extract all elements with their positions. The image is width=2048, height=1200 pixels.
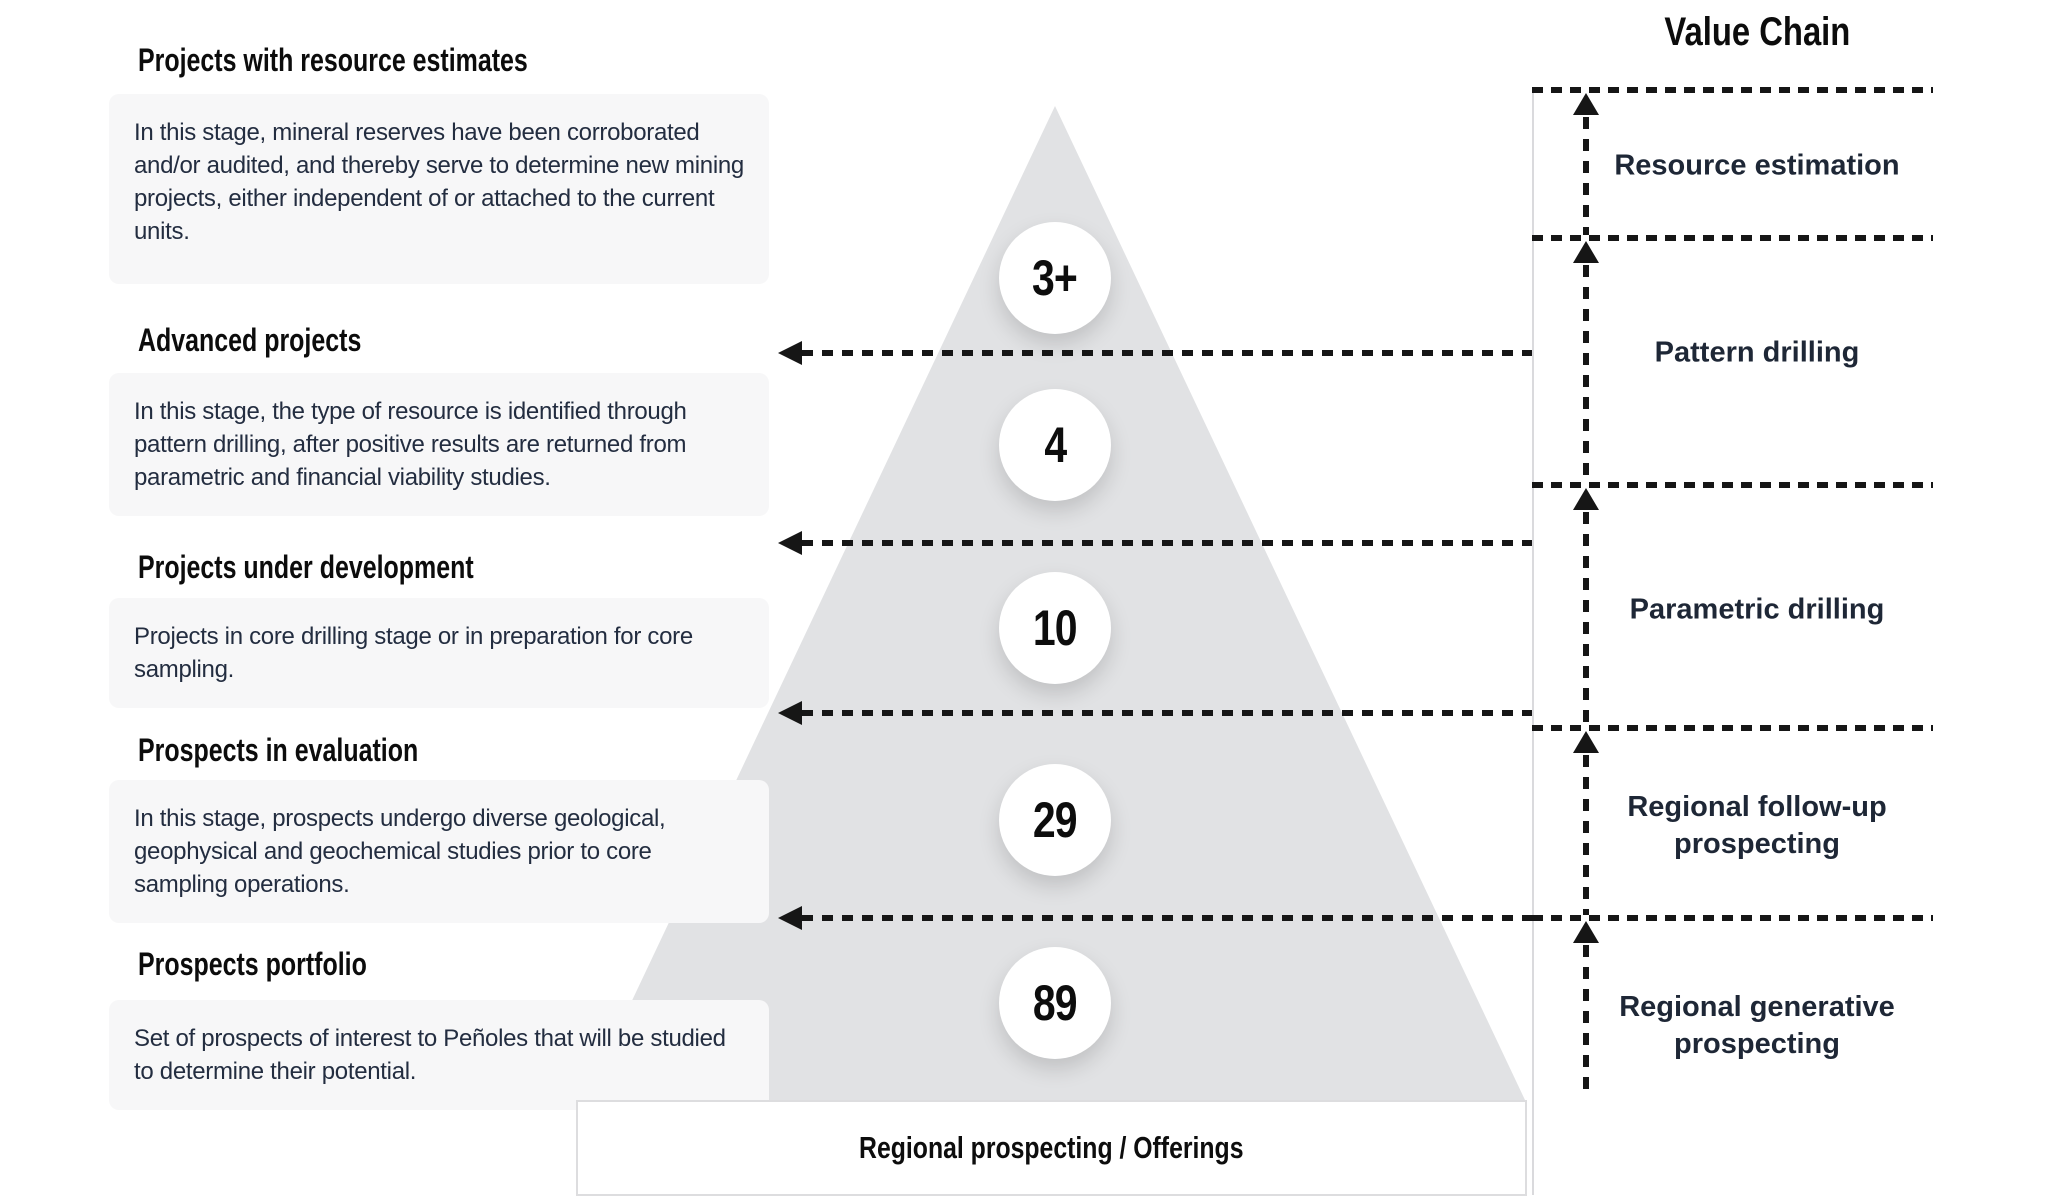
- dotted-divider: [1532, 87, 1933, 93]
- count-value: 3+: [1032, 250, 1078, 306]
- dashed-line: [1583, 512, 1589, 725]
- arrow-head-up-icon: [1573, 93, 1599, 115]
- stage-description-box: Projects in core drilling stage or in pr…: [109, 598, 769, 708]
- stage-description-box: Set of prospects of interest to Peñoles …: [109, 1000, 769, 1110]
- dotted-line: [802, 540, 1532, 546]
- count-value: 10: [1033, 600, 1078, 656]
- stage-description-box: In this stage, prospects undergo diverse…: [109, 780, 769, 923]
- value-chain-stage-label: Regional follow-up prospecting: [1627, 791, 1887, 860]
- value-chain-title: Value Chain: [1664, 10, 1850, 54]
- dotted-arrow-left-icon: [778, 701, 1532, 725]
- pyramid-count-badge: 29: [999, 764, 1111, 876]
- count-value: 4: [1044, 417, 1067, 473]
- arrow-head-up-icon: [1573, 731, 1599, 753]
- dotted-divider: [1532, 235, 1933, 241]
- arrow-head-left-icon: [778, 701, 802, 725]
- count-value: 89: [1033, 975, 1078, 1031]
- dashed-arrow-up-icon: [1573, 93, 1599, 235]
- stage-description: Set of prospects of interest to Peñoles …: [134, 1025, 726, 1085]
- dotted-divider: [1532, 725, 1933, 731]
- stage-description-box: In this stage, the type of resource is i…: [109, 373, 769, 516]
- value-chain-stage-label: Regional generative prospecting: [1619, 991, 1895, 1060]
- value-chain-left-border: [1532, 87, 1534, 1195]
- dashed-line: [1583, 117, 1589, 235]
- stage-description: In this stage, mineral reserves have bee…: [134, 119, 744, 245]
- dashed-arrow-up-icon: [1573, 488, 1599, 725]
- dotted-line: [802, 915, 1532, 921]
- stage-description: In this stage, the type of resource is i…: [134, 398, 687, 491]
- footer-bar: Regional prospecting / Offerings: [576, 1100, 1527, 1196]
- dotted-arrow-left-icon: [778, 531, 1532, 555]
- dotted-line: [802, 710, 1532, 716]
- value-chain-stage-label: Resource estimation: [1614, 149, 1900, 182]
- dotted-line: [802, 350, 1532, 356]
- stage-title: Prospects in evaluation: [138, 732, 419, 768]
- dotted-arrow-left-icon: [778, 341, 1532, 365]
- value-chain-stage-label: Pattern drilling: [1654, 336, 1860, 369]
- dashed-line: [1583, 945, 1589, 1092]
- pyramid-count-badge: 10: [999, 572, 1111, 684]
- stage-description: Projects in core drilling stage or in pr…: [134, 623, 693, 683]
- stage-description: In this stage, prospects undergo diverse…: [134, 805, 666, 898]
- arrow-head-up-icon: [1573, 488, 1599, 510]
- stage-title: Advanced projects: [138, 322, 362, 358]
- dashed-arrow-up-icon: [1573, 731, 1599, 915]
- dashed-arrow-up-icon: [1573, 921, 1599, 1092]
- stage-description-box: In this stage, mineral reserves have bee…: [109, 94, 769, 284]
- stage-title: Prospects portfolio: [138, 946, 367, 982]
- stage-title: Projects under development: [138, 549, 474, 585]
- pyramid-count-badge: 89: [999, 947, 1111, 1059]
- dashed-line: [1583, 265, 1589, 482]
- pyramid-count-badge: 3+: [999, 222, 1111, 334]
- arrow-head-left-icon: [778, 341, 802, 365]
- value-chain-stage-label: Parametric drilling: [1629, 593, 1885, 626]
- stage-title: Projects with resource estimates: [138, 42, 528, 78]
- dotted-divider: [1532, 915, 1933, 921]
- footer-label: Regional prospecting / Offerings: [859, 1130, 1244, 1165]
- pyramid-count-badge: 4: [999, 389, 1111, 501]
- dashed-arrow-up-icon: [1573, 241, 1599, 482]
- arrow-head-left-icon: [778, 906, 802, 930]
- arrow-head-up-icon: [1573, 921, 1599, 943]
- count-value: 29: [1033, 792, 1078, 848]
- dotted-arrow-left-icon: [778, 906, 1532, 930]
- arrow-head-left-icon: [778, 531, 802, 555]
- arrow-head-up-icon: [1573, 241, 1599, 263]
- dotted-divider: [1532, 482, 1933, 488]
- dashed-line: [1583, 755, 1589, 915]
